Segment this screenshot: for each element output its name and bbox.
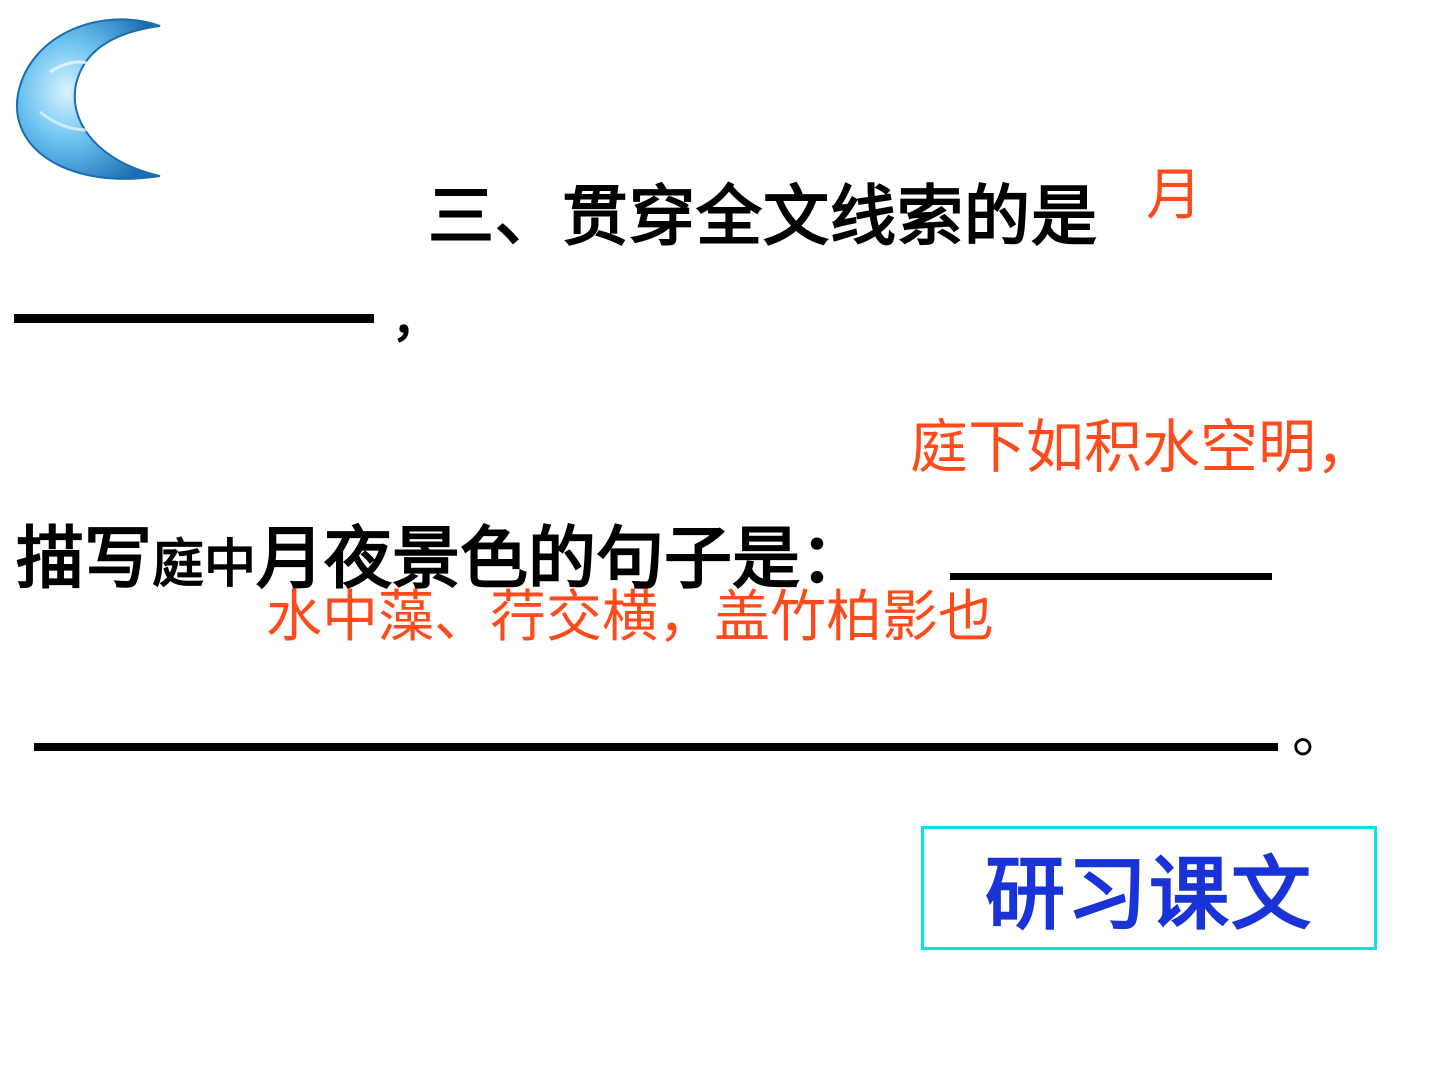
description-part-2: 庭中 xyxy=(152,534,257,595)
answer-blank-1 xyxy=(14,314,374,323)
comma-mark: ， xyxy=(392,292,441,348)
answer-scene-line-1: 庭下如积水空明， xyxy=(910,413,1375,481)
crescent-moon-icon xyxy=(10,12,170,182)
answer-blank-2 xyxy=(950,573,1272,580)
answer-clue: 月 xyxy=(1146,163,1202,228)
description-part-3: 月夜景色的句子是： xyxy=(256,519,869,599)
answer-scene-line-2: 水中藻、荇交横，盖竹柏影也 xyxy=(266,585,994,650)
study-text-button[interactable]: 研习课文 xyxy=(921,826,1377,950)
study-text-label: 研习课文 xyxy=(985,847,1313,941)
answer-blank-3 xyxy=(34,743,1278,751)
period-mark: 。 xyxy=(1292,701,1348,766)
question-title: 三、贯穿全文线索的是 xyxy=(428,177,1098,255)
description-prompt: 描写庭中月夜景色的句子是： xyxy=(16,503,868,602)
description-part-1: 描写 xyxy=(16,519,153,599)
